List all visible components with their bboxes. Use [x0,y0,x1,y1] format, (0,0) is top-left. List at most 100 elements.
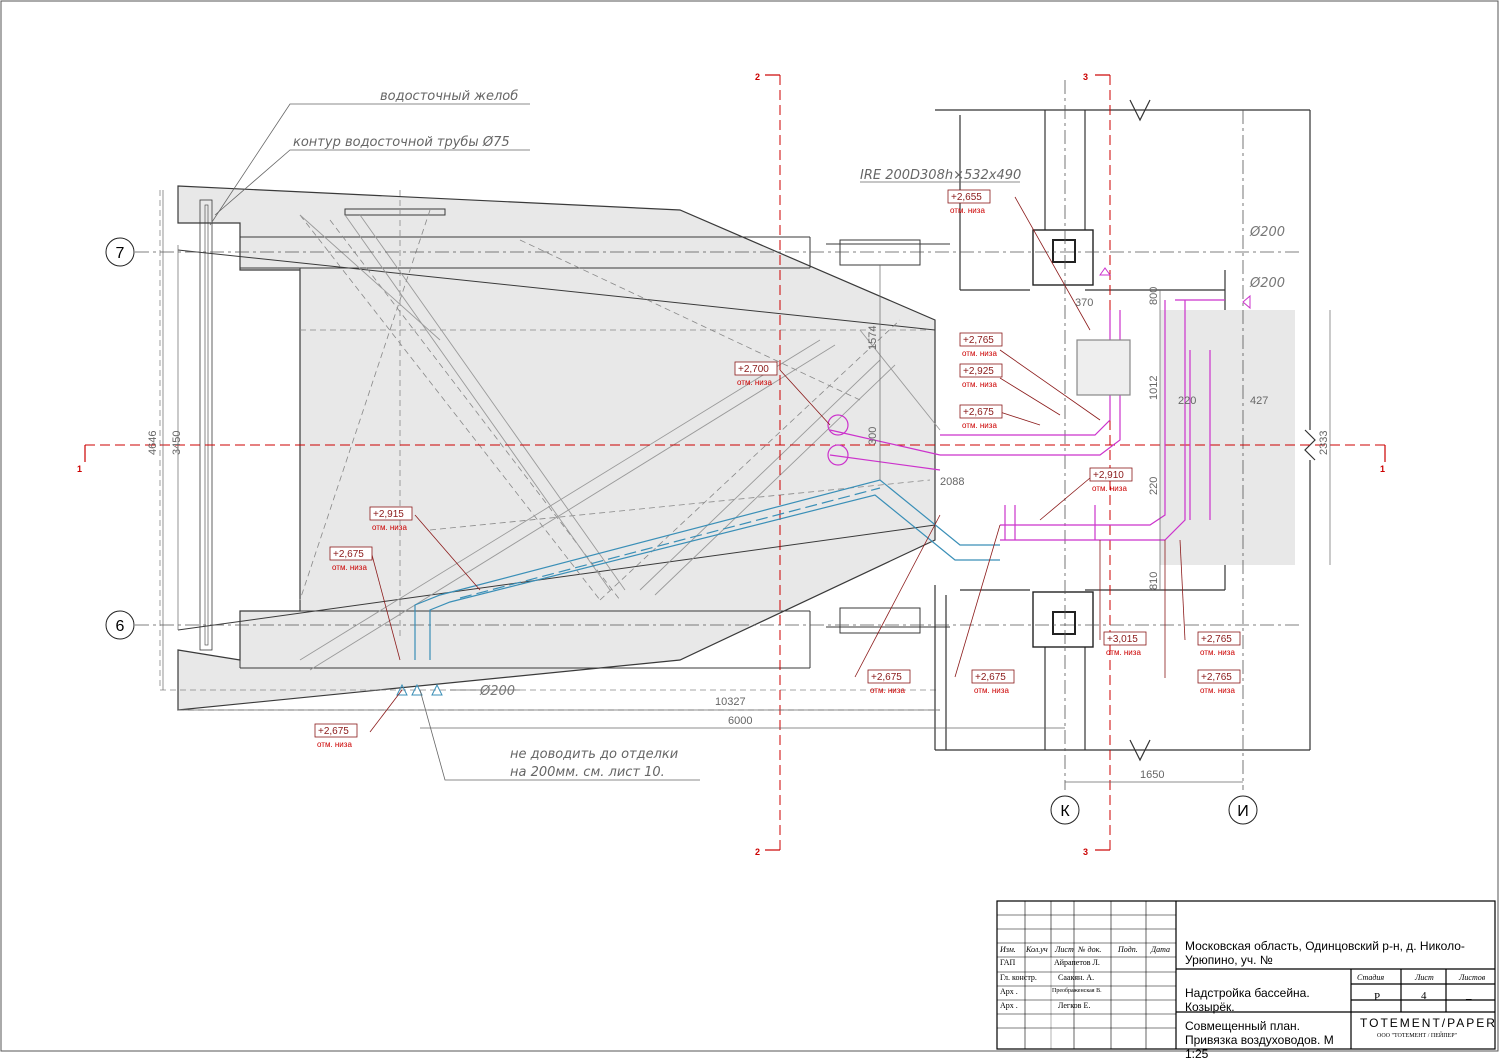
elevation-box [1197,631,1241,646]
company-logo: TOTEMENT/PAPER [1360,1016,1497,1030]
elevation-sub: отм. низа [737,378,772,387]
elevation-box [1197,669,1241,684]
note-line1: не доводить до отделки [510,747,678,762]
dim-2333: 2333 [1318,431,1330,455]
annotations: водосточный желоб контур водосточной тру… [293,89,1285,780]
elevation-tag: +2,910 отм. низа [1089,467,1133,493]
elevation-value: +2,925 [963,366,994,377]
elevation-box [1089,467,1133,482]
elevation-box [959,332,1003,347]
axis-7-label: 7 [116,245,125,262]
dia-label-c: Ø200 [479,684,515,699]
dim-370: 370 [1075,297,1093,309]
dim-3450: 3450 [171,431,183,455]
downpipe-label: контур водосточной трубы Ø75 [293,135,510,150]
elevation-value: +2,910 [1093,470,1124,481]
tb-header-list: Лист [1055,945,1074,954]
elevation-sub: отм. низа [317,740,352,749]
elevation-sub: отм. низа [974,686,1009,695]
elevation-value: +2,765 [1201,634,1232,645]
tb-name: Айрапетов Л. [1054,958,1100,967]
elevation-box [959,363,1003,378]
dim-220b: 220 [1148,477,1160,495]
gutter-label: водосточный желоб [380,89,518,104]
company-name: ООО "ТОТЕМЕНТ / ПЕЙПЕР" [1377,1033,1457,1039]
elevation-value: +2,675 [318,726,349,737]
dim-810: 810 [1148,572,1160,590]
title-block-grid [996,900,1496,1050]
duct-blue [414,479,1000,660]
elevation-tags: +2,655 отм. низа +2,765 отм. низа +2,925 отм.… [314,189,1241,749]
tb-sheet-title: Совмещенный план. Привязка воздуховодов.… [1185,1019,1334,1061]
tb-header-ndok: № док. [1078,945,1102,954]
section-2-bottom: 2 [755,847,760,857]
hidden-structure [159,190,940,711]
axis-i-label: И [1237,803,1249,820]
elevation-sub: отм. низа [1200,648,1235,657]
tb-role: Гл. констр. [1000,973,1037,982]
elevation-value: +2,655 [951,192,982,203]
dimension-lines [162,190,1331,783]
elevation-box [947,189,991,204]
elevation-box [959,404,1003,419]
ire-label: IRE 200D308h×532x490 [860,168,1021,183]
shaft-fill-right [1160,310,1295,565]
tb-stage-label: Стадия [1357,973,1385,982]
title-block: Изм. Кол.уч Лист № док. Подп. Дата ГАП А… [996,900,1497,1061]
elevation-box [314,723,358,738]
section-3-bottom: 3 [1083,847,1088,857]
tb-stage: Р [1374,991,1381,1003]
elevation-sub: отм. низа [962,349,997,358]
tb-header-izm: Изм. [1000,945,1016,954]
elevation-box [971,669,1015,684]
elevation-sub: отм. низа [1200,686,1235,695]
dia-label-b: Ø200 [1249,276,1285,291]
dim-1574: 1574 [867,326,879,350]
tb-header-podp: Подп. [1118,945,1138,954]
elevation-value: +2,675 [871,672,902,683]
section-2-top: 2 [755,72,760,82]
elevation-tag: +2,675 отм. низа [329,546,373,572]
dim-1012: 1012 [1148,376,1160,400]
elevation-box [1103,631,1147,646]
elevation-box [734,361,778,376]
canopy-outline [177,185,936,711]
axis-bubbles [105,237,1258,825]
elevation-value: +3,015 [1107,634,1138,645]
tb-sheet-label: Лист [1415,973,1434,982]
elevation-sub: отм. низа [950,206,985,215]
elevation-tag: +2,655 отм. низа [947,189,991,215]
dim-1650: 1650 [1140,769,1164,781]
duct-magenta [827,299,1225,541]
canopy-inner [177,199,950,669]
section-1-right: 1 [1380,464,1385,474]
elevation-sub: отм. низа [1092,484,1127,493]
dim-220a: 220 [1178,395,1196,407]
tb-role: ГАП [1000,958,1016,967]
dim-2088: 2088 [940,476,964,488]
elevation-tag: +2,700 отм. низа [734,361,778,387]
section-lines [85,75,1385,850]
elevation-sub: отм. низа [332,563,367,572]
diffusers [396,267,1251,696]
elevation-value: +2,675 [333,549,364,560]
elevation-tag: +2,675 отм. низа [314,723,358,749]
section-1-left: 1 [77,464,82,474]
elevation-sub: отм. низа [870,686,905,695]
tb-sheets-label: Листов [1459,973,1486,982]
elevation-value: +2,700 [738,364,769,375]
leader-lines [369,196,1186,733]
elevation-tag: +2,765 отм. низа [1197,631,1241,657]
callout-leaders [209,103,1020,781]
tb-name: Саакян. А. [1058,973,1095,982]
note-line2: на 200мм. см. лист 10. [510,765,665,780]
dim-6000: 6000 [728,715,752,727]
axis-6-bubble [105,610,135,640]
axis-k-bubble [1050,795,1080,825]
building-wall [934,99,1316,762]
dim-427: 427 [1250,395,1268,407]
